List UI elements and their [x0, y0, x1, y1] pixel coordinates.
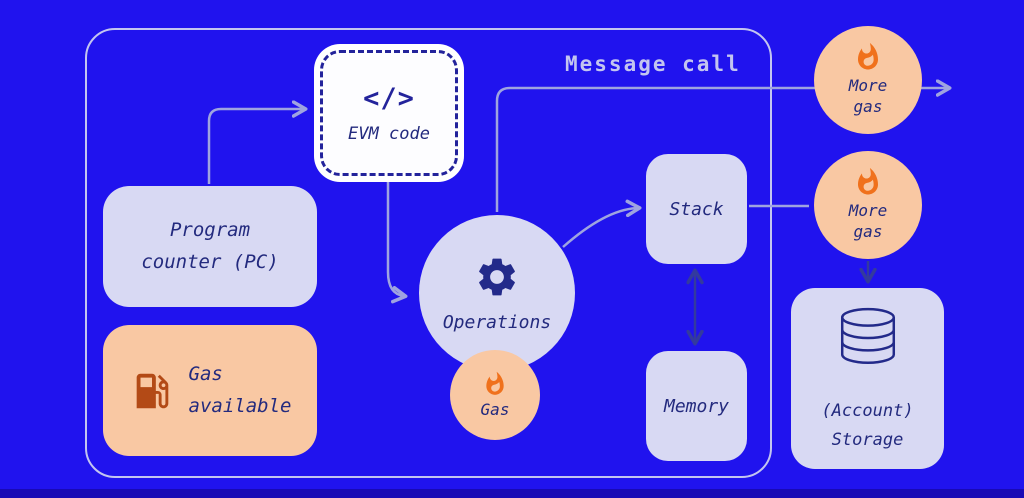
gas-pump-icon: [136, 373, 168, 408]
storage-label-line1: (Account): [821, 401, 914, 422]
program-counter-label-line2: counter (PC): [141, 250, 279, 273]
more-gas-label-line1: More: [848, 201, 888, 221]
more-gas-mid-node: More gas: [814, 151, 922, 259]
memory-label: Memory: [663, 395, 730, 417]
arrow-operations-to-stack: [562, 199, 642, 248]
gas-available-node: Gas available: [103, 325, 317, 456]
more-gas-label-line2: gas: [853, 97, 883, 116]
message-call-frame: [85, 28, 772, 478]
gas-available-label-line1: Gas: [188, 363, 223, 386]
gas-node: Gas: [450, 350, 540, 440]
stack-node: Stack: [646, 154, 747, 264]
database-icon: [840, 307, 895, 365]
arrow-pc-to-evm: [207, 100, 308, 184]
storage-label-line2: Storage: [831, 430, 904, 451]
gas-available-label-line2: available: [188, 394, 292, 417]
flame-icon: [486, 371, 504, 395]
flame-icon: [858, 168, 878, 195]
account-storage-node: (Account) Storage: [791, 288, 944, 469]
more-gas-label-line1: More: [848, 76, 888, 96]
operations-label: Operations: [442, 311, 552, 333]
program-counter-node: Program counter (PC): [103, 186, 317, 307]
operations-node: Operations: [419, 215, 575, 371]
flame-icon: [858, 43, 878, 70]
bottom-edge-strip: [0, 489, 1024, 498]
gear-icon: [479, 258, 515, 295]
arrow-message-call: [495, 79, 952, 212]
program-counter-label-line1: Program: [169, 219, 251, 242]
memory-node: Memory: [646, 351, 747, 461]
code-icon: </>: [363, 82, 415, 114]
evm-code-label: EVM code: [348, 123, 430, 144]
gas-label: Gas: [480, 400, 510, 419]
more-gas-label-line2: gas: [853, 222, 883, 241]
message-call-label: Message call: [565, 52, 741, 76]
arrow-evm-to-operations: [386, 180, 408, 304]
more-gas-top-node: More gas: [814, 26, 922, 134]
evm-code-node: </> EVM code: [320, 50, 458, 176]
stack-label: Stack: [669, 198, 724, 220]
